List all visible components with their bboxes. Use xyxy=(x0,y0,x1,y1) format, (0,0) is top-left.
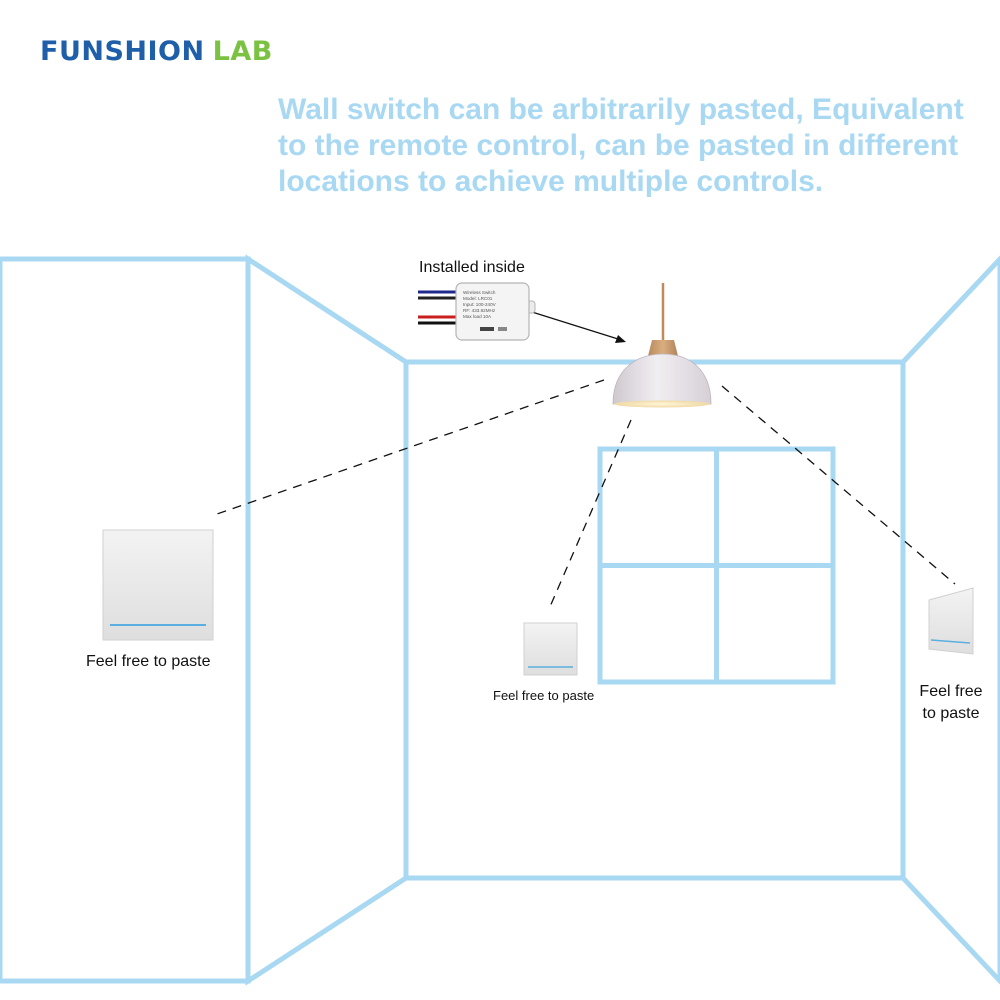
controller-label-line: RF: 433.92MHz xyxy=(463,308,496,313)
headline: Wall switch can be arbitrarily pasted, E… xyxy=(278,93,964,198)
switch-left-caption: Feel free to paste xyxy=(86,653,211,670)
switch-center xyxy=(523,622,578,676)
room-outline xyxy=(0,254,1000,986)
controller-label-line: Model: LRC01 xyxy=(463,296,493,301)
switch-left xyxy=(102,529,214,641)
switch-right-indicator xyxy=(930,639,971,644)
logo-brand: FUNSHION xyxy=(40,36,205,67)
switch-left-plate xyxy=(102,529,214,641)
switch-center-caption: Feel free to paste xyxy=(493,688,595,703)
logo-suffix: LAB xyxy=(212,36,273,67)
install-arrow xyxy=(531,311,626,343)
switch-right-plate xyxy=(928,587,974,655)
window xyxy=(597,446,836,685)
right-wall xyxy=(900,255,1000,985)
signal-line-left xyxy=(216,379,605,515)
signal-line-center xyxy=(548,419,632,610)
switch-right xyxy=(928,587,974,655)
controller-label-line: Input: 100-240V xyxy=(463,302,497,307)
lamp-shade xyxy=(612,353,712,405)
lamp-glow xyxy=(614,400,710,408)
controller-wires xyxy=(418,290,459,325)
controller-label-line: Wireless Switch xyxy=(463,290,496,295)
back-wall xyxy=(403,359,906,881)
controller-caption: Installed inside xyxy=(419,259,525,276)
left-wall xyxy=(245,254,409,986)
controller-label-line: Max load 10A xyxy=(463,314,492,319)
controller-body xyxy=(455,282,530,341)
pendant-lamp xyxy=(612,283,712,408)
signal-lines xyxy=(216,379,956,610)
signal-line-right xyxy=(721,385,956,585)
switch-right-caption: Feel free to paste xyxy=(919,683,983,722)
lamp-socket xyxy=(648,340,678,356)
